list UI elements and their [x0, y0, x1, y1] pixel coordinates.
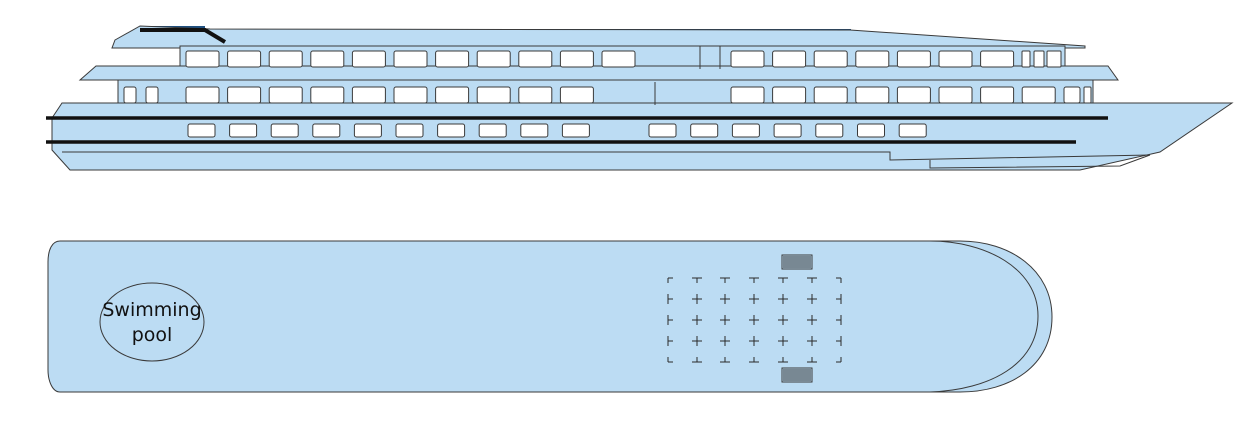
porthole [478, 123, 507, 138]
upper-window [268, 50, 303, 68]
bow-line [929, 154, 1151, 169]
middle-window [980, 86, 1015, 104]
upper-window-small [1046, 50, 1062, 68]
middle-window-small [1063, 86, 1081, 104]
main-hull [51, 102, 1234, 171]
porthole [437, 123, 466, 138]
deck-outline-outer [47, 240, 1053, 393]
stair-grate-top [781, 254, 813, 270]
middle-window [227, 86, 262, 104]
middle-window [730, 86, 765, 104]
middle-window [185, 86, 220, 104]
hull-portholes [187, 123, 927, 138]
upper-window [730, 50, 765, 68]
middle-window [476, 86, 511, 104]
swimming-pool [99, 282, 205, 362]
porthole [312, 123, 341, 138]
porthole [395, 123, 424, 138]
grate-bottom-frame [781, 367, 813, 383]
grate-top-frame [781, 254, 813, 270]
middle-window [772, 86, 807, 104]
upper-window [772, 50, 807, 68]
upper-window [938, 50, 973, 68]
middle-window [393, 86, 428, 104]
porthole [520, 123, 549, 138]
middle-window [559, 86, 594, 104]
upper-window [980, 50, 1015, 68]
upper-window [393, 50, 428, 68]
porthole [561, 123, 590, 138]
deck-seating-grid [667, 277, 842, 363]
upper-window-small [1033, 50, 1045, 68]
middle-window-small [1083, 86, 1092, 104]
upper-window [185, 50, 220, 68]
middle-deck-windows [123, 86, 1092, 104]
porthole [773, 123, 802, 138]
porthole [731, 123, 760, 138]
porthole [353, 123, 382, 138]
porthole [270, 123, 299, 138]
upper-window-small [1021, 50, 1031, 68]
upper-window [518, 50, 553, 68]
middle-window-small [123, 86, 137, 104]
upper-window [559, 50, 594, 68]
upper-promenade [78, 65, 1119, 81]
middle-window [896, 86, 931, 104]
middle-window [310, 86, 345, 104]
middle-window [1021, 86, 1056, 104]
porthole [648, 123, 677, 138]
upper-window [896, 50, 931, 68]
pool-label-line1: Swimming [102, 299, 201, 321]
upper-window [601, 50, 636, 68]
middle-window [813, 86, 848, 104]
upper-window [351, 50, 386, 68]
upper-window [310, 50, 345, 68]
porthole [187, 123, 216, 138]
middle-window [435, 86, 470, 104]
porthole [857, 123, 885, 138]
upper-window [435, 50, 470, 68]
waterline [62, 151, 1151, 161]
upper-window [476, 50, 511, 68]
stair-grate-bottom [781, 367, 813, 383]
sun-deck-rail [140, 28, 227, 44]
porthole [690, 123, 719, 138]
middle-window [351, 86, 386, 104]
deck-outline-inner [60, 240, 1039, 393]
upper-window [227, 50, 262, 68]
pool-label-line2: pool [132, 324, 173, 346]
ship-deck-plan: Swimming pool [47, 240, 1053, 393]
upper-window [813, 50, 848, 68]
porthole [815, 123, 844, 138]
porthole [898, 123, 927, 138]
middle-window [268, 86, 303, 104]
middle-window [518, 86, 553, 104]
ship-side-view [46, 25, 1234, 171]
upper-deck-windows [185, 50, 1062, 68]
upper-window [855, 50, 890, 68]
middle-window [855, 86, 890, 104]
porthole [229, 123, 258, 138]
sun-deck-band [111, 25, 1086, 49]
middle-window [938, 86, 973, 104]
middle-window-small [145, 86, 159, 104]
